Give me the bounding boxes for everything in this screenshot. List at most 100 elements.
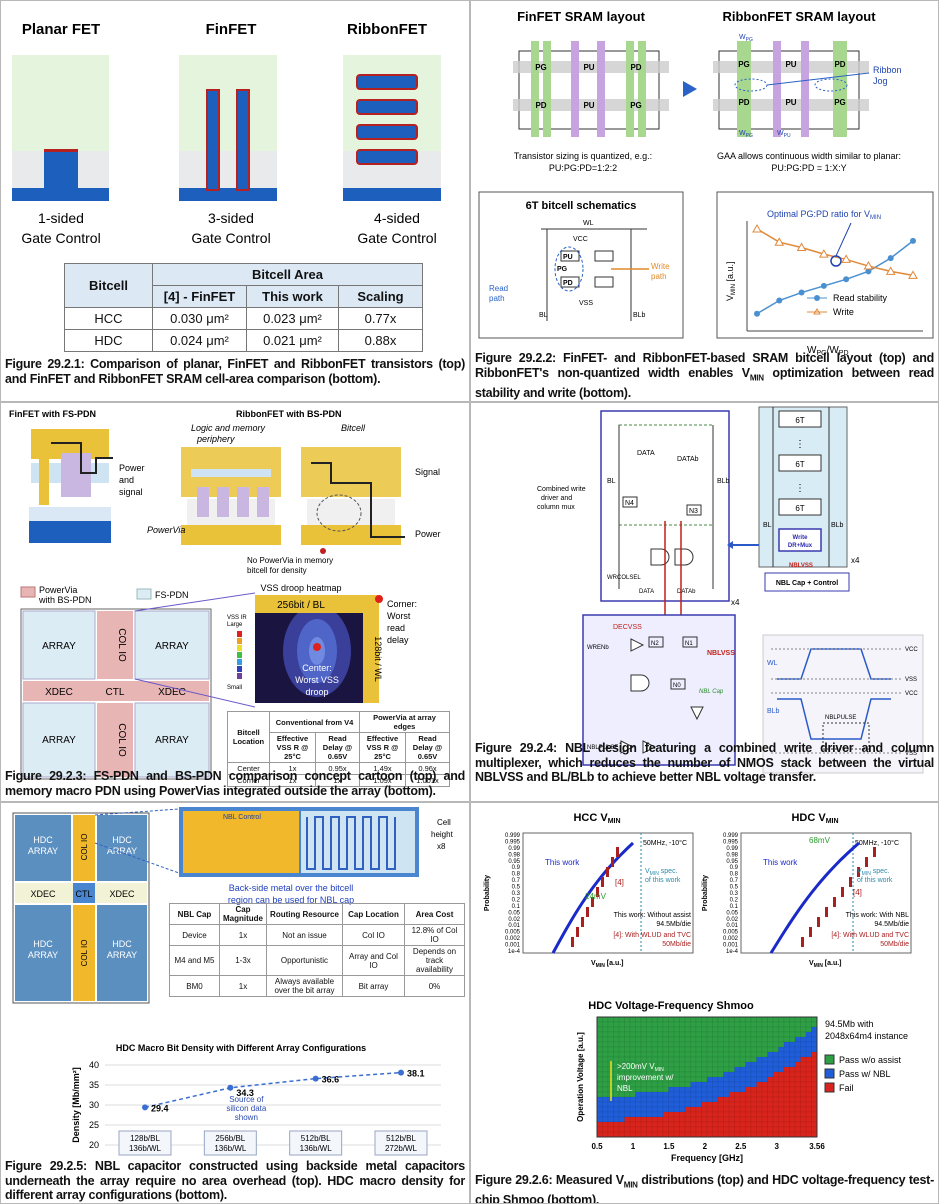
shmoo-cell <box>596 1101 603 1108</box>
condition-label: 50MHz, -10°C <box>643 839 687 847</box>
shmoo-cell <box>772 1021 779 1028</box>
shmoo-cell <box>750 1101 757 1108</box>
planar-label-2: Gate Control <box>21 230 100 246</box>
shmoo-cell <box>712 1076 719 1083</box>
shmoo-cell <box>618 1121 625 1128</box>
shmoo-cell <box>629 1106 636 1113</box>
cell: Bitcell Location <box>227 711 270 763</box>
shmoo-cell <box>717 1116 724 1123</box>
shmoo-cell <box>673 1051 680 1058</box>
shmoo-cell <box>717 1026 724 1033</box>
shmoo-cell <box>684 1126 691 1133</box>
shmoo-cell <box>629 1016 636 1023</box>
shmoo-cell <box>651 1111 658 1118</box>
shmoo-cell <box>607 1046 614 1053</box>
shmoo-cell <box>701 1056 708 1063</box>
shmoo-cell <box>723 1036 730 1043</box>
shmoo-cell <box>673 1071 680 1078</box>
hdc-array-1: HDC <box>33 835 53 845</box>
shmoo-cell <box>772 1116 779 1123</box>
shmoo-cell <box>767 1061 774 1068</box>
shmoo-cell <box>789 1051 796 1058</box>
shmoo-cell <box>602 1116 609 1123</box>
shmoo-cell <box>800 1126 807 1133</box>
shmoo-cell <box>800 1061 807 1068</box>
shmoo-cell <box>739 1026 746 1033</box>
shmoo-cell <box>596 1046 603 1053</box>
pu-label: PU <box>563 254 573 261</box>
hdc-array-1: HDC <box>33 939 53 949</box>
shmoo-cell <box>783 1071 790 1078</box>
col-this-work: This work <box>246 285 339 308</box>
shmoo-cell <box>750 1091 757 1098</box>
shmoo-cell <box>750 1076 757 1083</box>
shmoo-cell <box>739 1046 746 1053</box>
shmoo-cell <box>662 1091 669 1098</box>
shmoo-cell <box>734 1061 741 1068</box>
shmoo-cell <box>717 1051 724 1058</box>
legend-swatch <box>824 1054 835 1065</box>
caption-29-2-3: Figure 29.2.3: FS-PDN and BS-PDN compari… <box>5 769 465 798</box>
nbl-control-label: NBL Control <box>223 814 261 821</box>
shmoo-cell <box>607 1126 614 1133</box>
y-tick-label: 0.995 <box>505 839 521 845</box>
shmoo-cell <box>739 1091 746 1098</box>
shmoo-cell <box>646 1096 653 1103</box>
shmoo-cell <box>635 1106 642 1113</box>
shmoo-cell <box>783 1076 790 1083</box>
shmoo-cell <box>706 1036 713 1043</box>
shmoo-cell <box>750 1046 757 1053</box>
shmoo-cell <box>734 1116 741 1123</box>
shmoo-cell <box>613 1051 620 1058</box>
shmoo-cell <box>596 1096 603 1103</box>
y-tick-label: 0.2 <box>730 897 739 903</box>
ref-marker <box>591 897 594 907</box>
shmoo-cell <box>783 1081 790 1088</box>
shmoo-cell <box>745 1081 752 1088</box>
shmoo-cell <box>684 1096 691 1103</box>
shmoo-cell <box>717 1041 724 1048</box>
shmoo-cell <box>662 1096 669 1103</box>
shmoo-cell <box>761 1101 768 1108</box>
shmoo-cell <box>613 1106 620 1113</box>
shmoo-cell <box>717 1111 724 1118</box>
shmoo-cell <box>618 1111 625 1118</box>
shmoo-cell <box>635 1016 642 1023</box>
shmoo-cell <box>640 1051 647 1058</box>
cell: 0.024 μm² <box>152 329 247 352</box>
read-point <box>776 297 783 304</box>
note-label: 94.5Mb/die <box>874 921 909 928</box>
corner-marker <box>375 595 383 603</box>
shmoo-cell <box>723 1046 730 1053</box>
vcc-label: VCC <box>905 691 918 697</box>
shmoo-cell <box>783 1026 790 1033</box>
shmoo-cell <box>596 1076 603 1083</box>
x-tick-label: 1.5 <box>663 1142 675 1151</box>
shmoo-cell <box>657 1021 664 1028</box>
shmoo-cell <box>739 1116 746 1123</box>
shmoo-cell <box>750 1126 757 1133</box>
y-axis-label: Density [Mb/mm²] <box>71 1067 81 1143</box>
shmoo-cell <box>767 1026 774 1033</box>
shmoo-cell <box>701 1071 708 1078</box>
shmoo-cell <box>739 1066 746 1073</box>
shmoo-cell <box>618 1126 625 1133</box>
shmoo-cell <box>706 1121 713 1128</box>
write-path-label-1: Write <box>651 262 670 271</box>
x-axis-label: VMIN [a.u.] <box>591 960 624 969</box>
shmoo-cell <box>607 1131 614 1138</box>
shmoo-cell <box>662 1041 669 1048</box>
figure-29-2-2: FinFET SRAM layout RibbonFET SRAM layout… <box>470 0 939 402</box>
shmoo-cell <box>629 1111 636 1118</box>
shmoo-cell <box>701 1066 708 1073</box>
hdc-array-2: ARRAY <box>28 846 58 856</box>
shmoo-cell <box>673 1131 680 1138</box>
bs-pdn-title: RibbonFET with BS-PDN <box>236 409 342 419</box>
n0-label: N0 <box>673 683 681 689</box>
shmoo-cell <box>706 1051 713 1058</box>
shmoo-cell <box>679 1041 686 1048</box>
shmoo-cell <box>728 1126 735 1133</box>
shmoo-cell <box>772 1016 779 1023</box>
density-point <box>398 1069 404 1076</box>
